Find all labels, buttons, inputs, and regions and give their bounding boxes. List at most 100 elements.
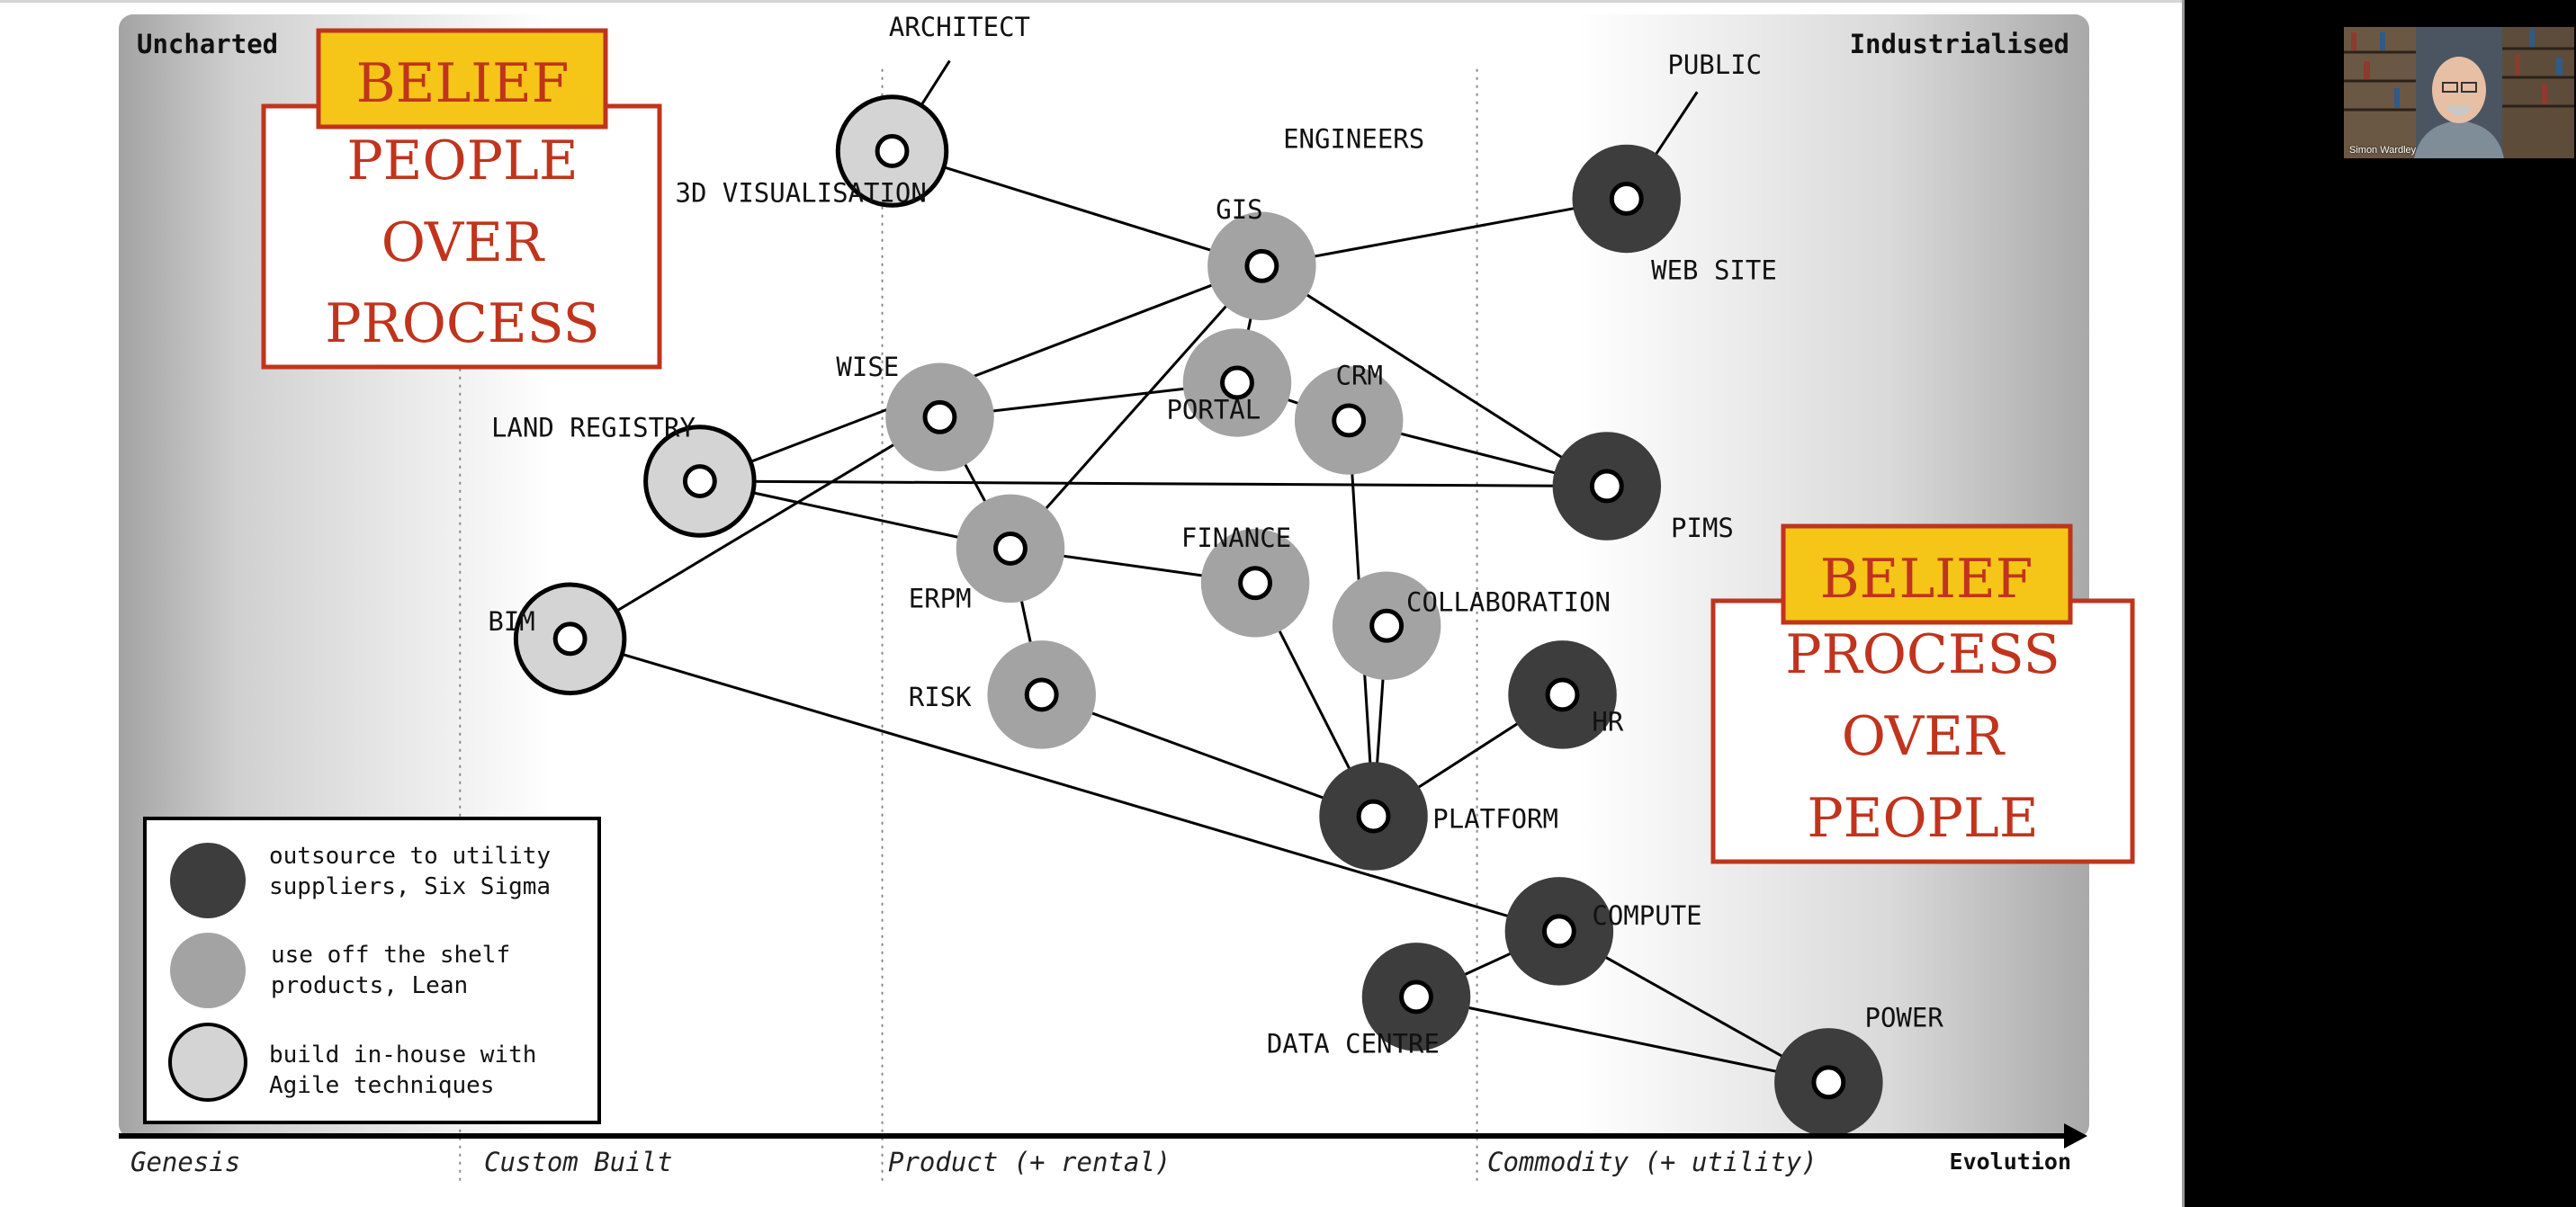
- node-label-gis: GIS: [1216, 194, 1262, 225]
- node-point-crm: [1332, 403, 1367, 438]
- node-label-finance: FINANCE: [1181, 523, 1291, 553]
- node-point-compute: [1541, 914, 1576, 949]
- belief-tag-right: [1781, 523, 2073, 625]
- node-label-power: POWER: [1865, 1002, 1944, 1033]
- legend-swatch-lean: [170, 933, 246, 1008]
- legend-swatch-six-sigma: [170, 843, 246, 918]
- link-data_centre-power: [1415, 995, 1829, 1084]
- node-label-portal: PORTAL: [1166, 395, 1261, 425]
- node-point-web-site: [1609, 182, 1644, 216]
- slide-top-border: [0, 0, 2182, 3]
- link-gis-erpm: [1009, 264, 1263, 550]
- node-hr: HR: [1508, 640, 1624, 749]
- link-3d_visualisation-gis: [892, 149, 1262, 268]
- node-3d-visualisation: 3D VISUALISATION: [675, 178, 926, 209]
- node-label-pims: PIMS: [1671, 513, 1734, 543]
- stage-label-genesis: Genesis: [130, 1147, 240, 1177]
- node-point-collaboration: [1369, 608, 1405, 643]
- node-point-risk: [1024, 677, 1059, 712]
- node-platform: PLATFORM: [1319, 762, 1558, 871]
- belief-right-line-3: PEOPLE: [1807, 787, 2038, 850]
- node-point-portal: [1220, 365, 1254, 400]
- participant-video-tile[interactable]: Simon Wardley: [2344, 27, 2574, 158]
- belief-right-line-2: OVER: [1842, 705, 2006, 768]
- node-power: POWER: [1774, 1002, 1944, 1137]
- node-label-land-registry: LAND REGISTRY: [491, 413, 696, 443]
- legend-text-six-sigma: outsource to utility suppliers, Six Sigm…: [269, 843, 565, 900]
- legend-box: outsource to utility suppliers, Six Sigm…: [143, 817, 601, 1124]
- node-label-compute: COMPUTE: [1592, 900, 1701, 931]
- node-label-erpm: ERPM: [909, 584, 972, 614]
- node-engineers: ENGINEERS: [1283, 123, 1424, 154]
- node-data-centre: DATA CENTRE: [1267, 943, 1471, 1059]
- node-label-3d-visualisation: 3D VISUALISATION: [675, 178, 926, 209]
- node-bim: BIM: [488, 582, 627, 696]
- node-label-architect: ARCHITECT: [889, 12, 1030, 42]
- belief-left-line-2: OVER: [381, 211, 545, 274]
- node-risk: RISK: [909, 640, 1096, 749]
- link-gis-land_registry: [699, 264, 1262, 483]
- node-point-bim: [552, 621, 588, 657]
- slide: ARCHITECT 3D VISUALISATION ENGINEERS GIS PUB…: [0, 0, 2182, 1183]
- panel-divider: [2182, 0, 2185, 1207]
- node-label-hr: HR: [1592, 707, 1623, 738]
- belief-right-line-1: PROCESS: [1785, 623, 2060, 686]
- node-crm: CRM: [1294, 360, 1404, 475]
- link-gis-web_site: [1261, 197, 1628, 268]
- belief-tag-left-text: BELIEF: [356, 52, 570, 115]
- node-architect: ARCHITECT: [835, 12, 1030, 208]
- belief-box-process-over-people: BELIEF PROCESS OVER PEOPLE: [1710, 523, 2135, 864]
- belief-tag-left: [316, 28, 608, 130]
- stage-label-custom-built: Custom Built: [484, 1147, 673, 1177]
- node-point-power: [1811, 1065, 1846, 1100]
- node-point-architect: [875, 134, 910, 168]
- node-point-wise: [922, 399, 957, 434]
- node-label-bim: BIM: [488, 606, 534, 637]
- participant-video-frame: [2344, 27, 2574, 158]
- node-point-finance: [1238, 566, 1272, 601]
- belief-left-line-3: PROCESS: [325, 292, 600, 355]
- node-label-engineers: ENGINEERS: [1283, 123, 1424, 154]
- node-label-crm: CRM: [1336, 360, 1383, 390]
- node-wise: WISE: [836, 352, 994, 472]
- node-finance: FINANCE: [1181, 523, 1310, 638]
- link-gis-pims: [1261, 264, 1608, 487]
- node-label-data-centre: DATA CENTRE: [1267, 1028, 1440, 1059]
- stage-label-product: Product (+ rental): [888, 1147, 1171, 1177]
- node-point-erpm: [993, 531, 1028, 566]
- node-point-platform: [1356, 799, 1391, 834]
- legend-text-agile: build in-house with Agile techniques: [269, 1042, 551, 1099]
- node-pims: PIMS: [1552, 432, 1734, 543]
- link-wise-bim: [569, 416, 941, 640]
- link-land_registry-pims: [699, 479, 1607, 487]
- node-gis: GIS: [1207, 194, 1316, 321]
- evolution-label: Evolution: [1950, 1149, 2071, 1175]
- legend-text-lean: use off the shelf products, Lean: [271, 942, 525, 999]
- link-bim-compute: [570, 637, 1560, 933]
- node-point-hr: [1545, 677, 1580, 712]
- node-label-wise: WISE: [836, 352, 899, 382]
- corner-label-industrialised: Industrialised: [1850, 29, 2069, 59]
- node-label-platform: PLATFORM: [1432, 803, 1558, 834]
- evolution-axis-arrowhead: [2064, 1123, 2087, 1149]
- node-portal: PORTAL: [1166, 328, 1292, 437]
- node-web-site: WEB SITE: [1572, 144, 1777, 285]
- node-label-risk: RISK: [909, 682, 972, 712]
- wardley-map: ARCHITECT 3D VISUALISATION ENGINEERS GIS PUB…: [119, 12, 2135, 1183]
- node-label-collaboration: COLLABORATION: [1406, 586, 1611, 617]
- node-collaboration: COLLABORATION: [1332, 571, 1611, 680]
- node-point-land-registry: [682, 464, 717, 498]
- stage-label-commodity: Commodity (+ utility): [1487, 1147, 1818, 1177]
- node-label-web-site: WEB SITE: [1651, 255, 1777, 285]
- belief-box-people-over-process: BELIEF PEOPLE OVER PROCESS: [261, 28, 662, 370]
- node-point-data-centre: [1399, 979, 1433, 1015]
- corner-label-uncharted: Uncharted: [137, 29, 278, 59]
- map-nodes: ARCHITECT 3D VISUALISATION ENGINEERS GIS PUB…: [488, 12, 1944, 1137]
- participant-name-label: Simon Wardley: [2349, 145, 2417, 156]
- node-public: PUBLIC: [1667, 49, 1762, 80]
- link-risk-platform: [1041, 693, 1375, 818]
- node-point-pims: [1589, 469, 1624, 504]
- video-sidebar: Simon Wardley: [2182, 0, 2576, 1207]
- node-compute: COMPUTE: [1504, 877, 1702, 986]
- node-label-public: PUBLIC: [1667, 49, 1762, 80]
